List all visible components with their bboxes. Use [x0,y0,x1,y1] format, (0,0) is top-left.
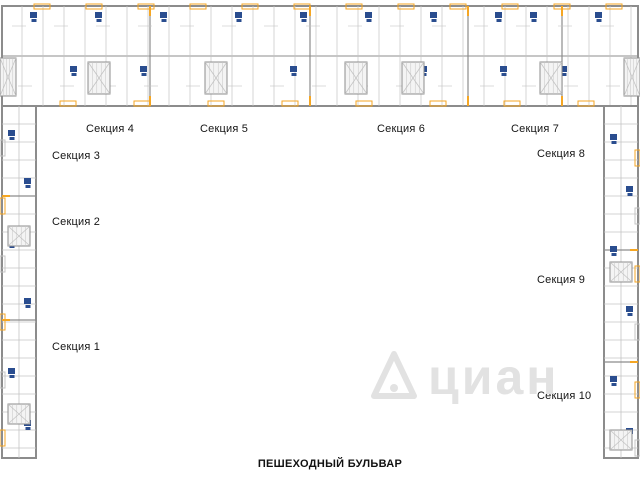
section-label-3: Секция 3 [52,150,101,162]
section-label-5: Секция 5 [200,123,249,135]
section-label-6: Секция 6 [377,123,426,135]
cian-logo-icon [371,351,417,399]
section-label-2: Секция 2 [52,216,101,228]
cian-watermark: циан [370,350,559,404]
section-label-10: Секция 10 [537,390,592,402]
section-label-1: Секция 1 [52,341,101,353]
street-label: ПЕШЕХОДНЫЙ БУЛЬВАР [257,458,403,470]
section-label-7: Секция 7 [511,123,560,135]
cian-watermark-text: циан [428,349,560,405]
section-label-9: Секция 9 [537,274,586,286]
section-label-4: Секция 4 [86,123,135,135]
section-label-8: Секция 8 [537,148,586,160]
